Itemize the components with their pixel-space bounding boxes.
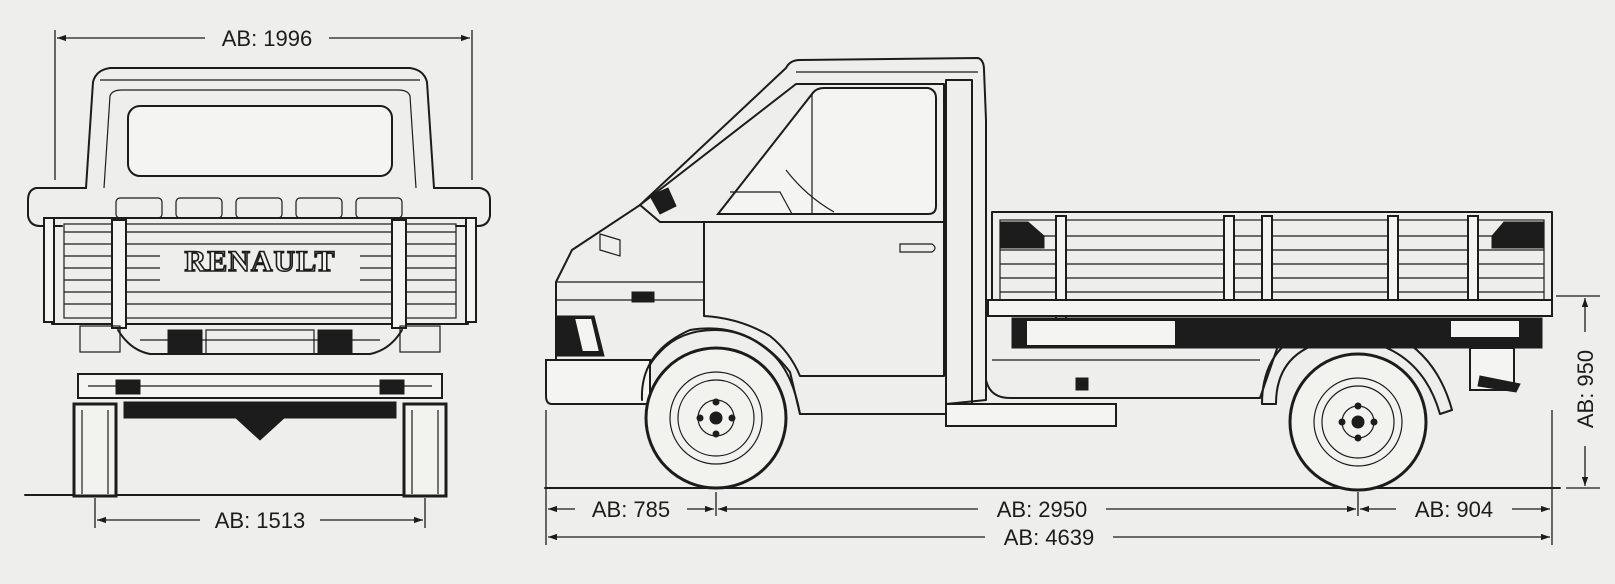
cab-body-outline — [555, 57, 987, 415]
rear-axle — [123, 401, 397, 441]
dim-rear-overhang: AB: 904 — [1360, 497, 1550, 522]
dim-label-overall-width: AB: 1996 — [222, 26, 313, 51]
side-mirror — [649, 187, 677, 215]
dim-platform-height: AB: 950 — [1556, 295, 1600, 489]
brand-badge: RENAULT — [185, 245, 336, 278]
side-stake-right — [465, 217, 477, 323]
side-view: AB: 785 AB: 2950 AB: 904 AB: 4639 AB: 95… — [544, 57, 1600, 550]
dim-label-rear-overhang: AB: 904 — [1415, 497, 1493, 522]
front-bumper — [545, 359, 651, 405]
dim-label-track: AB: 1513 — [215, 508, 306, 533]
tailgate-post-left — [111, 219, 127, 329]
rear-wheel-arch — [1261, 321, 1453, 415]
tail-light-right — [379, 379, 405, 395]
tail-light-left — [115, 379, 141, 395]
rear-wheel — [1288, 352, 1428, 492]
side-indicator — [631, 291, 655, 303]
right-mirror — [433, 187, 491, 227]
tailgate-slats — [63, 223, 457, 319]
door-handle — [899, 243, 936, 253]
dim-overall-width: AB: 1996 — [54, 24, 473, 180]
cab-outline — [85, 67, 435, 189]
rear-tyre-right — [402, 402, 448, 498]
cab-door — [703, 221, 945, 377]
dim-label-front-overhang: AB: 785 — [592, 497, 670, 522]
cab-side-window — [715, 87, 937, 215]
front-wheel — [644, 346, 788, 490]
rear-tyre-left — [72, 402, 118, 498]
cab-rear-ribs — [115, 197, 403, 219]
left-mirror — [27, 187, 87, 227]
dim-label-wheelbase: AB: 2950 — [997, 497, 1088, 522]
dim-label-platform-height: AB: 950 — [1573, 350, 1598, 428]
side-stake-left — [43, 217, 55, 323]
dim-front-overhang: AB: 785 — [548, 497, 714, 522]
rear-chassis — [79, 325, 441, 355]
headlamp — [572, 317, 602, 353]
side-chassis — [945, 317, 1543, 427]
dim-label-overall-length: AB: 4639 — [1004, 525, 1095, 550]
front-view: RENAULT AB: 1996 — [24, 24, 491, 533]
cargo-bed — [987, 211, 1553, 329]
dim-overall-length: AB: 4639 — [548, 525, 1550, 550]
tailgate-post-right — [391, 219, 407, 329]
dim-wheelbase: AB: 2950 — [718, 497, 1356, 522]
dim-track: AB: 1513 — [94, 498, 426, 533]
rear-window — [127, 105, 393, 177]
